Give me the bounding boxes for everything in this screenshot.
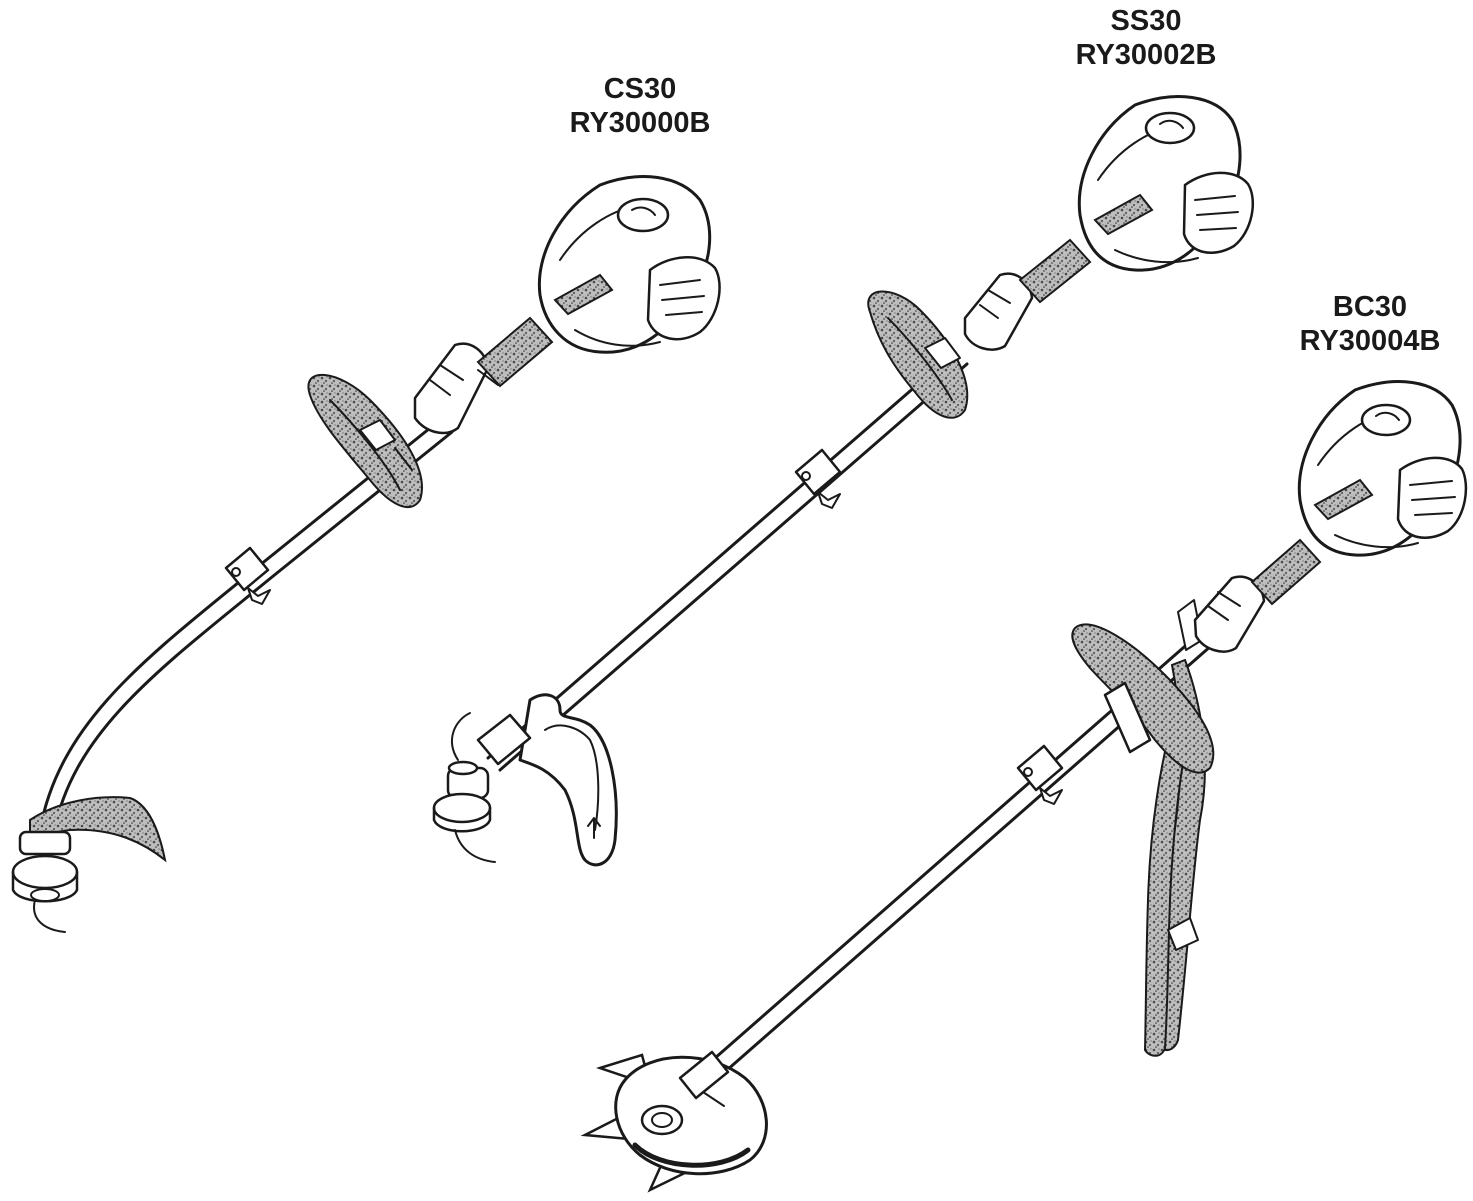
bc30-shaft-coupler: [1016, 744, 1064, 805]
cs30-shaft-coupler: [224, 546, 271, 605]
ss30-model-name: SS30: [1110, 5, 1182, 37]
ss30-trimmer: [432, 95, 1255, 867]
bc30-blade-guard: [580, 1050, 768, 1193]
ss30-upper-grip: [1018, 238, 1092, 304]
bc30-model-label: BC30 RY30004B: [1270, 290, 1470, 358]
cs30-part-number: RY30000B: [569, 107, 711, 139]
ss30-part-number: RY30002B: [1075, 39, 1217, 71]
cs30-engine: [537, 175, 721, 354]
cs30-throttle-grip: [413, 342, 499, 435]
ss30-grass-guard: [518, 693, 618, 867]
cs30-trimmer-head: [11, 830, 79, 933]
ss30-trimmer-head: [432, 712, 532, 863]
cs30-bike-handle: [307, 373, 423, 509]
ss30-bike-handle: [867, 290, 969, 419]
cs30-model-label: CS30 RY30000B: [540, 72, 740, 140]
cs30-shaft: [38, 418, 454, 834]
bc30-model-name: BC30: [1332, 291, 1408, 323]
ss30-shaft-coupler: [794, 448, 842, 509]
ss30-engine: [1077, 95, 1255, 272]
cs30-trimmer: [11, 175, 721, 933]
ss30-shaft: [486, 350, 969, 772]
bc30-upper-grip: [1250, 538, 1322, 606]
cs30-upper-grip: [476, 316, 554, 388]
bc30-throttle-grip: [1193, 575, 1266, 653]
bc30-part-number: RY30004B: [1299, 325, 1441, 357]
bc30-engine: [1297, 380, 1468, 557]
bc30-loop-handle: [1071, 623, 1215, 774]
ss30-model-label: SS30 RY30002B: [1046, 4, 1246, 72]
bc30-brushcutter: [580, 380, 1468, 1193]
cs30-model-name: CS30: [603, 73, 677, 105]
ss30-throttle-grip: [963, 272, 1034, 351]
